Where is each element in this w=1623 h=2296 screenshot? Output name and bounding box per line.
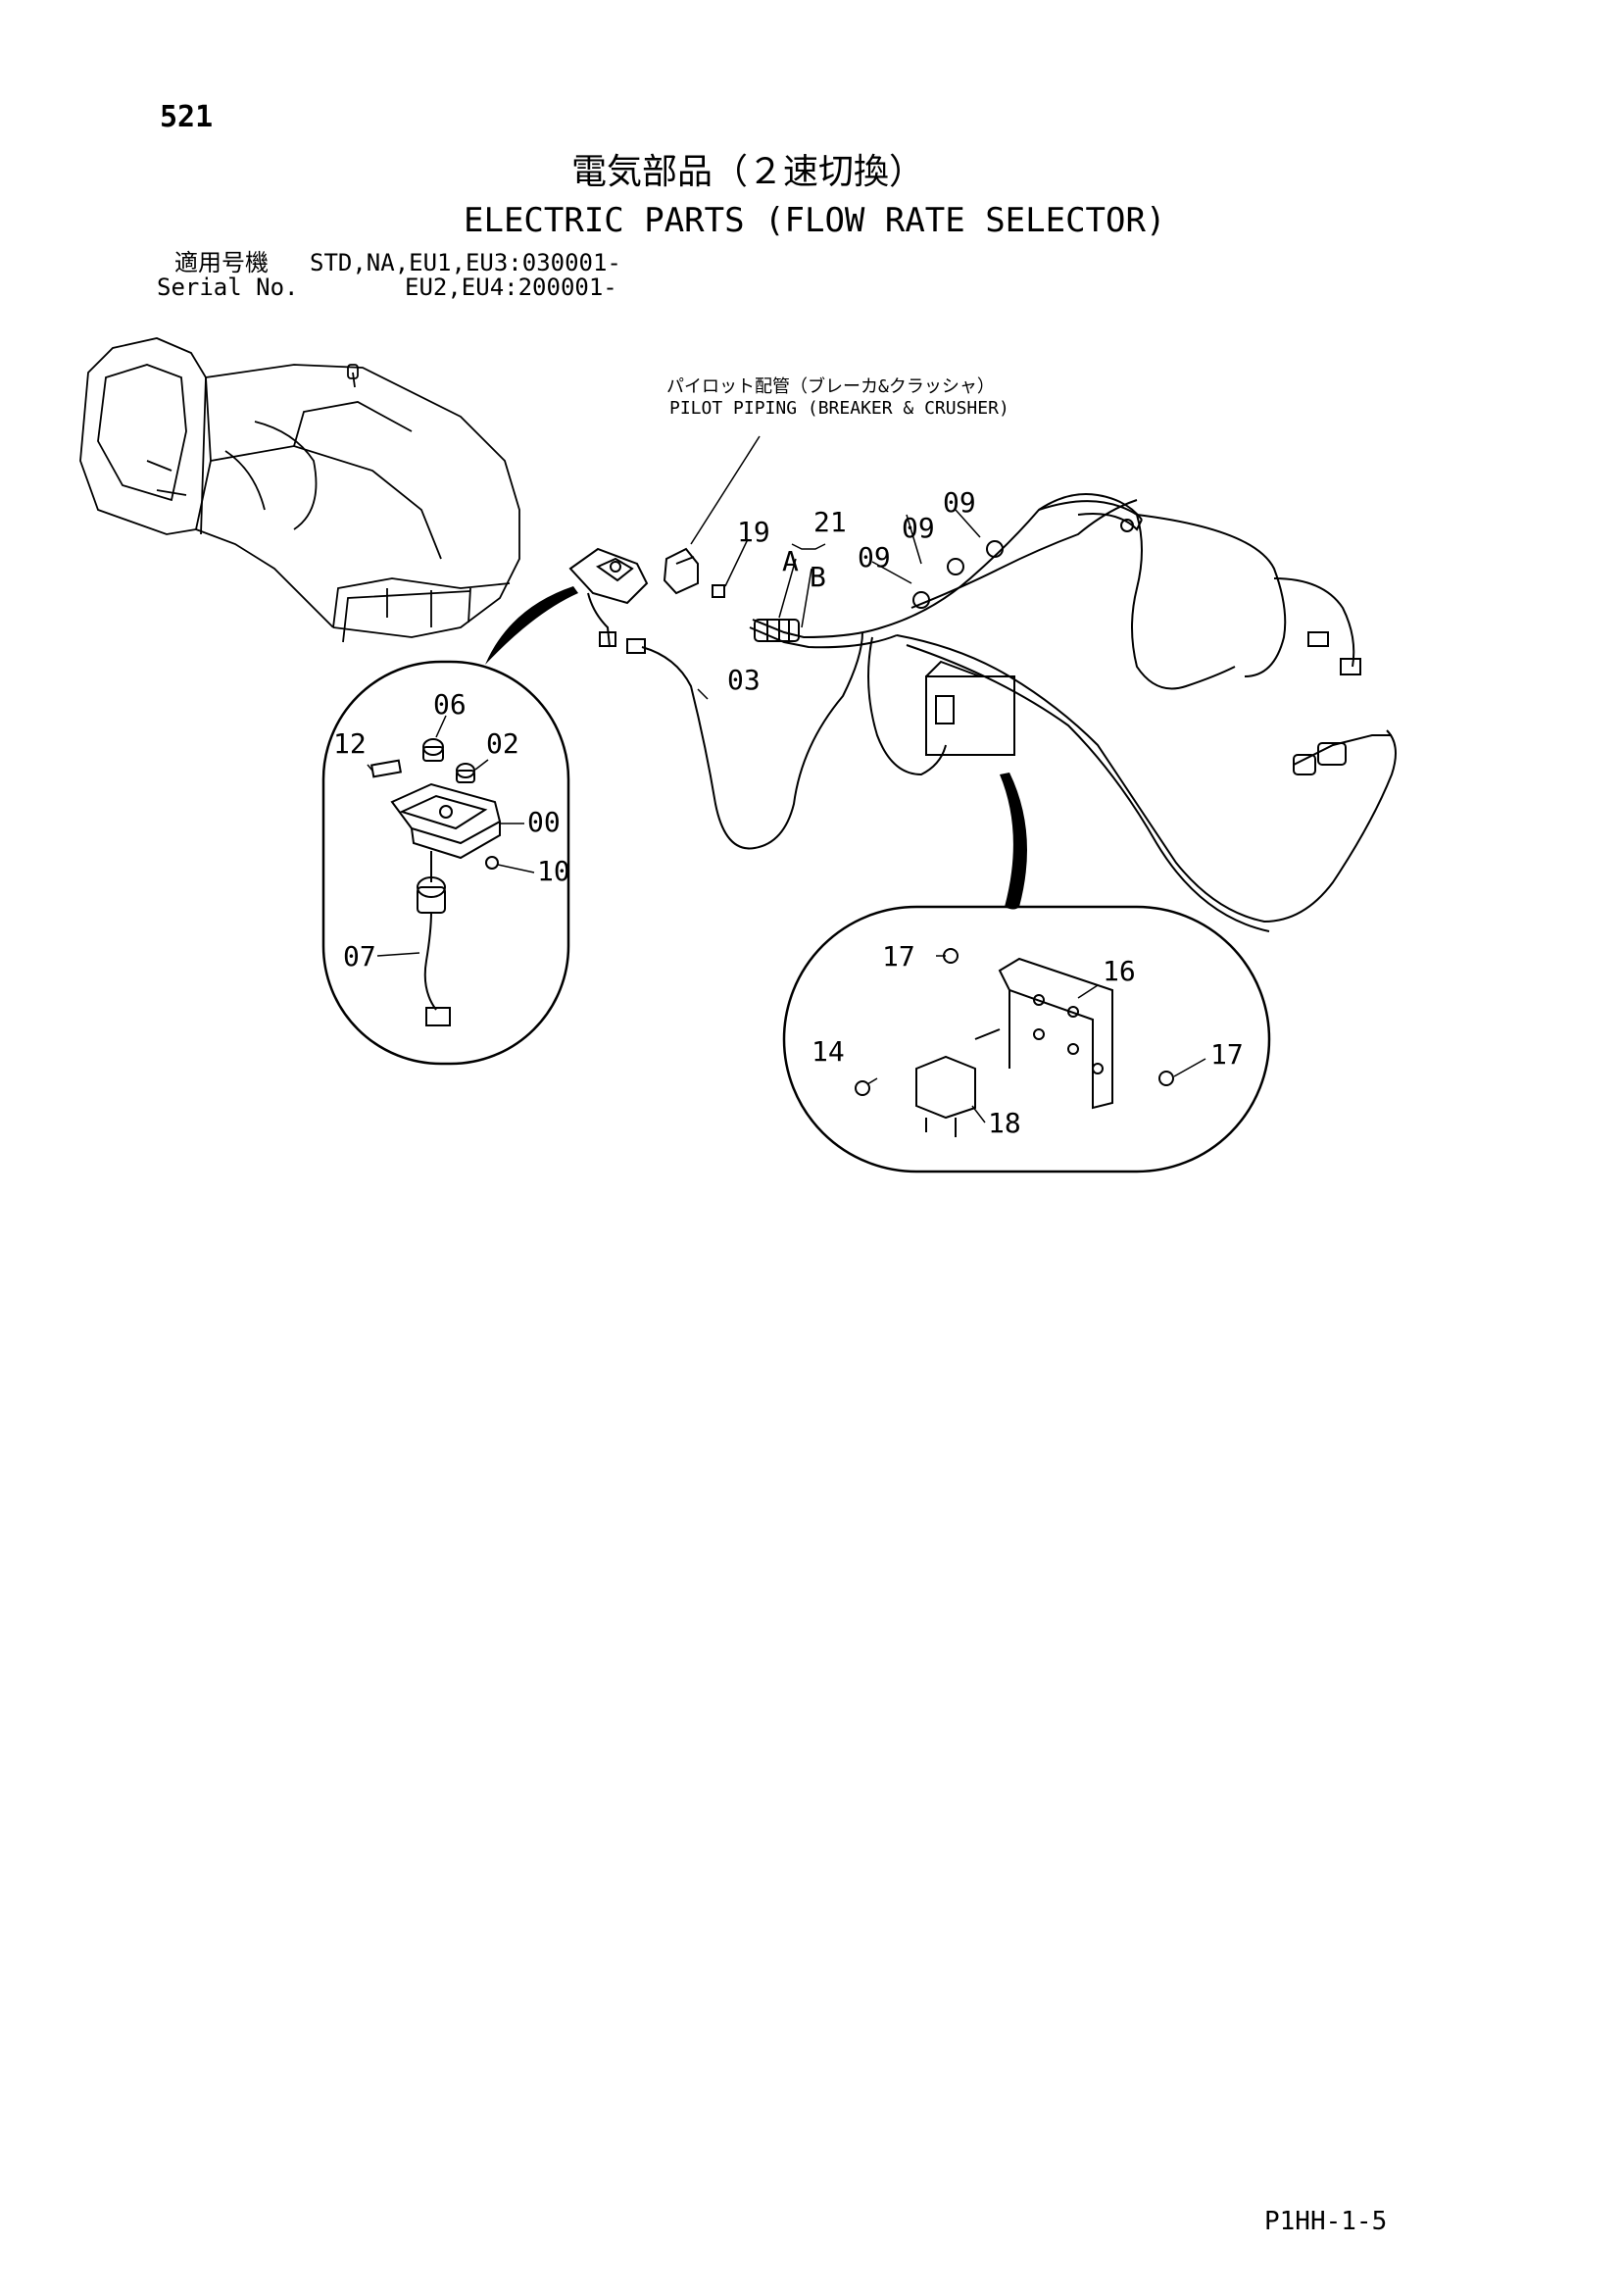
page-number: 521 [160,100,214,134]
label-part-07: 07 [343,940,376,973]
bracket-detail-parts [855,948,1174,1137]
harness-assembly [568,493,1397,932]
page-title-japanese: 電気部品（２速切換） [571,152,925,192]
zoom-pointer-right [1000,773,1027,910]
leader-lines [367,435,1206,1123]
serial-range-2: EU2,EU4:200001- [405,274,617,301]
label-part-12: 12 [333,727,367,760]
page-title-english: ELECTRIC PARTS (FLOW RATE SELECTOR) [464,201,1166,240]
serial-label-english: Serial No. [157,274,299,301]
label-part-09-upper: 09 [943,486,976,519]
label-part-09-lower: 09 [858,541,891,574]
detail-bubble-switch [321,660,570,1066]
label-pilot-piping-en: PILOT PIPING (BREAKER & CRUSHER) [669,398,1009,419]
label-part-17-top: 17 [882,940,915,973]
detail-bubble-bracket [782,905,1271,1173]
label-part-16: 16 [1103,955,1136,987]
label-pilot-piping-jp: パイロット配管（ブレーカ&クラッシャ） [666,375,995,397]
serial-label-japanese: 適用号機 [174,249,269,276]
label-part-19: 19 [737,516,770,548]
serial-range-1: STD,NA,EU1,EU3:030001- [310,249,621,276]
label-part-18: 18 [988,1107,1021,1139]
label-part-17-right: 17 [1210,1038,1244,1071]
label-part-02: 02 [486,727,519,760]
label-part-09-middle: 09 [902,512,935,544]
excavator-outline [79,337,520,643]
label-part-10: 10 [537,855,570,887]
drawing-code: P1HH-1-5 [1264,2207,1388,2236]
label-part-a: A [782,545,799,577]
label-part-03: 03 [727,664,761,696]
switch-detail-parts [370,738,502,1026]
label-part-b: B [810,561,826,593]
label-part-21: 21 [813,506,847,538]
label-part-14: 14 [812,1035,845,1068]
zoom-pointer-left [485,586,578,665]
label-part-06: 06 [433,688,467,721]
label-part-00: 00 [527,806,561,838]
